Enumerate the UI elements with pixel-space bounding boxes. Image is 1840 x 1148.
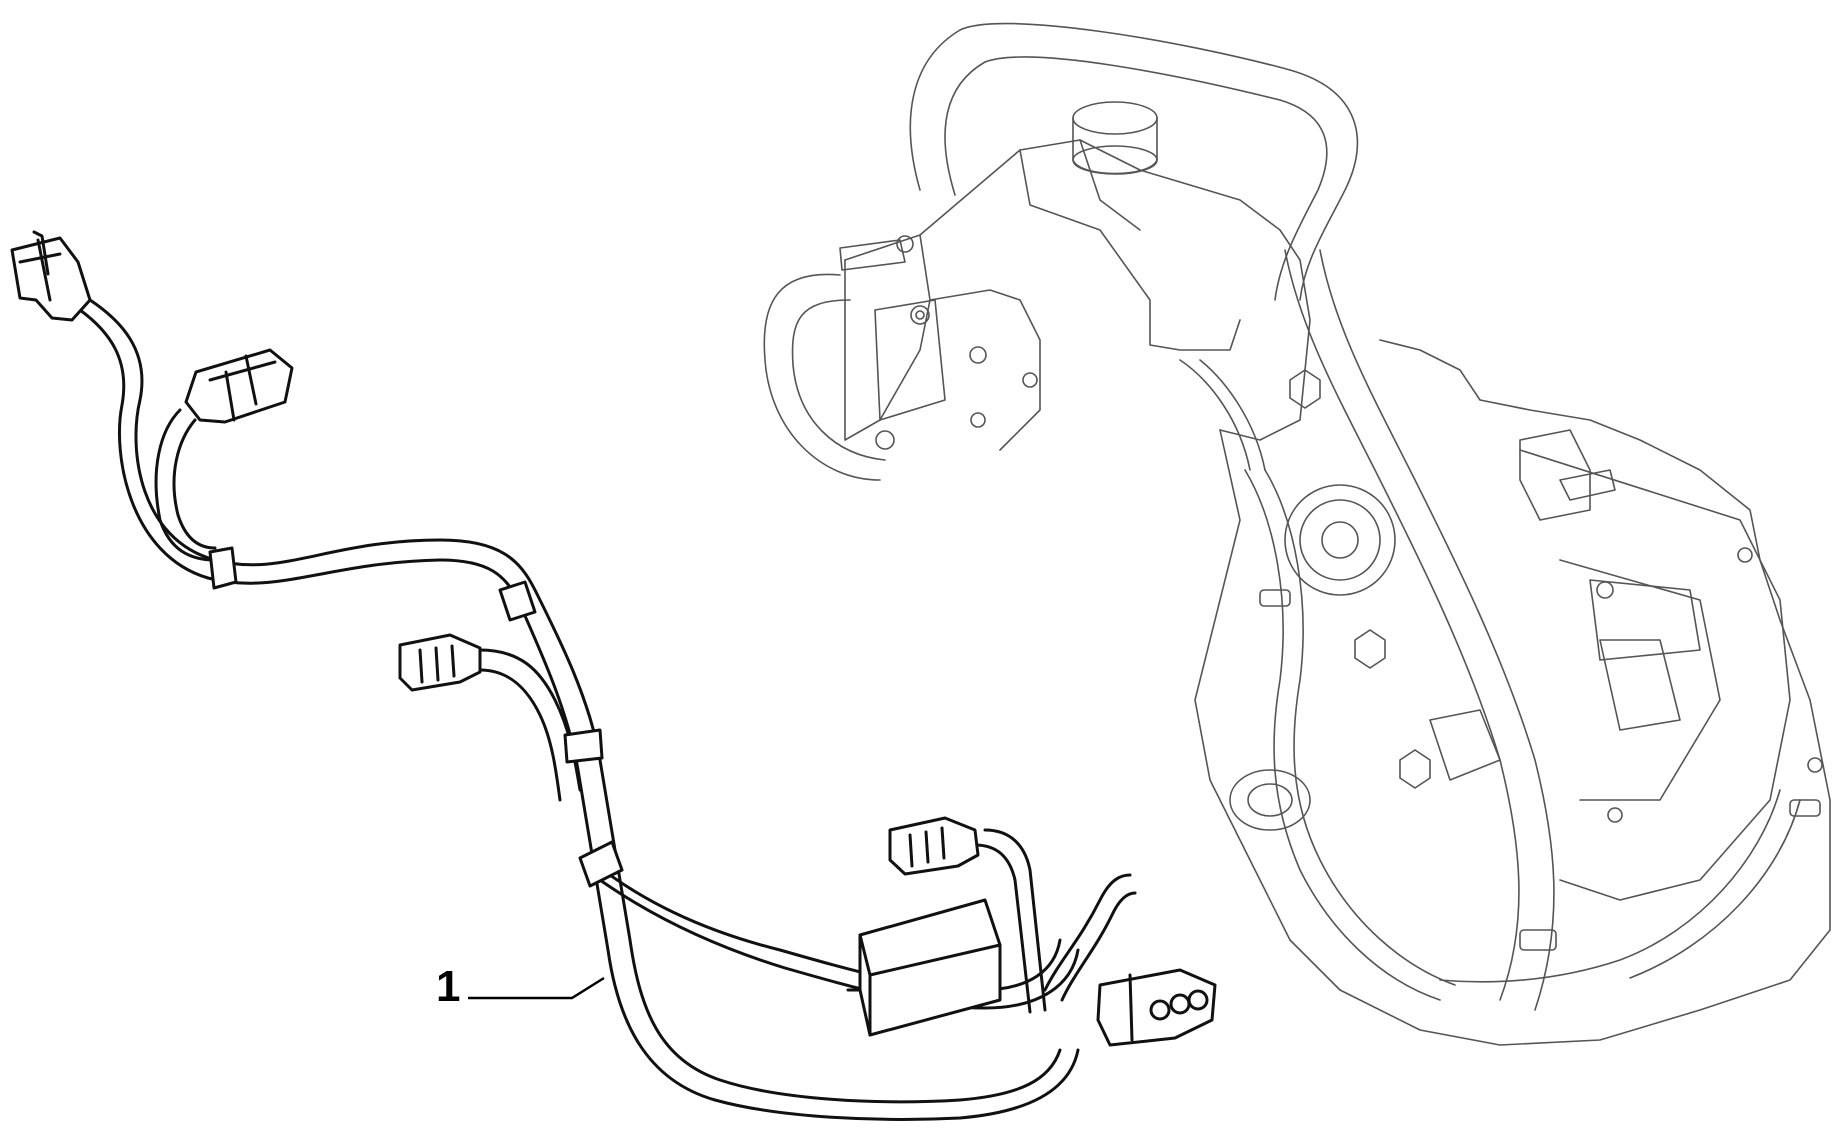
connector-plug [398,633,482,692]
cable-tie [208,546,624,888]
connector-plug [1096,968,1217,1047]
wiring-harness [10,230,1217,1121]
leader-line [468,976,605,1000]
callout-number: 1 [436,962,460,1011]
connector-plug [10,230,92,322]
connector-plug [888,816,980,876]
electronic-module [846,898,1002,1037]
callout-1: 1 [436,962,605,1011]
gearbox-assembly [763,22,1831,1046]
connector-plug [184,348,294,424]
